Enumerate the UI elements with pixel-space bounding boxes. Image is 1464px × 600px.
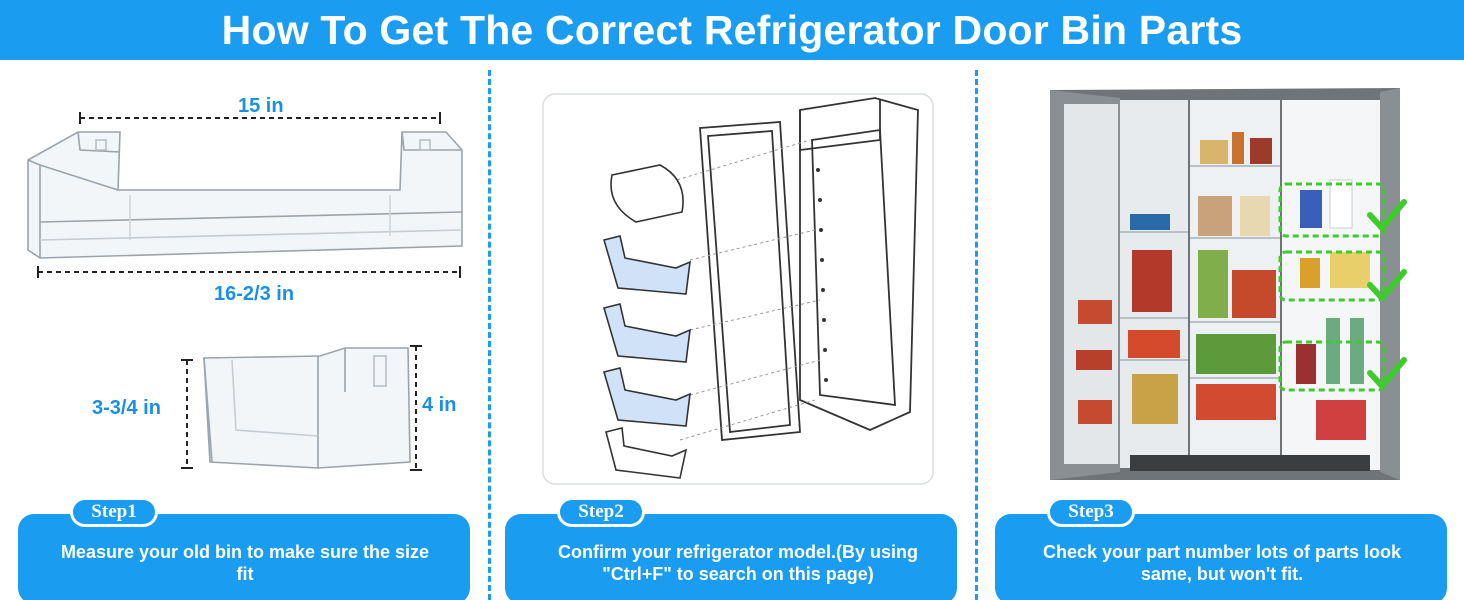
step2-label: Step2: [557, 497, 645, 527]
dimension-top-width: 15 in: [238, 95, 284, 117]
step2-box: [505, 514, 957, 600]
dimension-right-height: 4 in: [422, 394, 457, 416]
dimension-left-height: 3-3/4 in: [92, 397, 161, 419]
dimension-line-right: [410, 345, 422, 471]
dimension-line-top: [79, 112, 441, 124]
refrigerator-photo: [1050, 88, 1400, 480]
step3-box: [995, 514, 1447, 600]
dimension-line-bottom: [37, 266, 461, 278]
dimension-line-left: [181, 359, 193, 469]
bin-side-illustration: [203, 347, 411, 469]
checkmark-icon: [1367, 357, 1407, 389]
step3-label: Step3: [1047, 497, 1135, 527]
column-divider: [975, 70, 978, 600]
page-title: How To Get The Correct Refrigerator Door…: [221, 6, 1243, 53]
checkmark-icon: [1367, 199, 1407, 231]
step1-box: [18, 514, 470, 600]
step1-label: Step1: [70, 497, 158, 527]
column-divider: [488, 70, 491, 600]
exploded-door-diagram: [542, 93, 934, 485]
checkmark-icon: [1367, 269, 1407, 301]
bin-front-illustration: [27, 131, 463, 259]
step1-text: Measure your old bin to make sure the si…: [60, 542, 430, 584]
header-banner: How To Get The Correct Refrigerator Door…: [0, 0, 1464, 60]
dimension-bottom-width: 16-2/3 in: [214, 283, 295, 305]
step2-text: Confirm your refrigerator model.(By usin…: [557, 542, 919, 584]
step3-text: Check your part number lots of parts loo…: [1042, 542, 1402, 584]
